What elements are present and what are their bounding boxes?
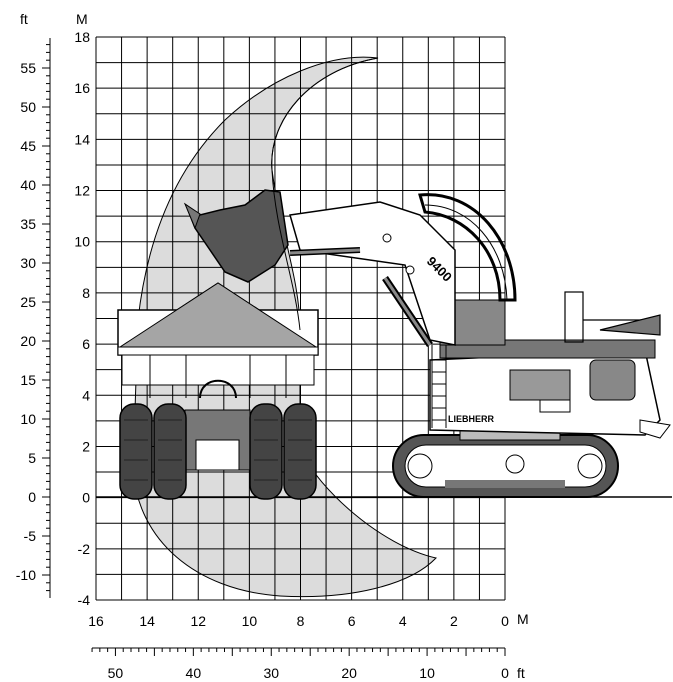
- boom-cage: [418, 193, 517, 302]
- ft-x-tick-label: 50: [108, 665, 124, 681]
- metric-y-tick-label: 4: [82, 387, 90, 403]
- ft-x-tick-label: 30: [263, 665, 279, 681]
- metric-y-tick-label: 14: [74, 131, 90, 147]
- metric-x-tick-label: 8: [297, 613, 305, 629]
- metric-x-tick-label: 12: [190, 613, 206, 629]
- metric-x-tick-label: 14: [139, 613, 155, 629]
- metric-y-tick-label: 6: [82, 336, 90, 352]
- m-axis-unit-bottom: M: [517, 611, 529, 627]
- bucket: [184, 189, 289, 283]
- truck-tires: [119, 403, 317, 500]
- m-axis-unit-left: M: [76, 11, 88, 27]
- metric-x-tick-label: 16: [88, 613, 104, 629]
- ft-y-tick-label: -10: [16, 567, 36, 583]
- ft-x-tick-label: 20: [341, 665, 357, 681]
- metric-y-tick-label: 2: [82, 438, 90, 454]
- ft-x-tick-label: 40: [186, 665, 202, 681]
- metric-x-tick-label: 4: [399, 613, 407, 629]
- ft-y-tick-label: 45: [20, 138, 36, 154]
- ft-axis-unit-bottom: ft: [517, 665, 525, 681]
- ft-y-tick-label: 50: [20, 99, 36, 115]
- metric-x-tick-label: 0: [501, 613, 509, 629]
- metric-y-tick-label: 8: [82, 285, 90, 301]
- ft-y-tick-label: 10: [20, 411, 36, 427]
- metric-y-tick-label: 16: [74, 80, 90, 96]
- ft-x-tick-label: 10: [419, 665, 435, 681]
- ft-y-tick-label: -5: [24, 528, 37, 544]
- boom: [289, 201, 456, 346]
- ft-y-tick-label: 25: [20, 294, 36, 310]
- haul-truck: [117, 282, 319, 500]
- ft-y-tick-label: 0: [28, 489, 36, 505]
- metric-x-tick-label: 10: [242, 613, 258, 629]
- ft-x-tick-label: 0: [501, 665, 509, 681]
- ft-y-tick-label: 35: [20, 216, 36, 232]
- ft-y-tick-label: 55: [20, 60, 36, 76]
- ft-y-tick-label: 5: [28, 450, 36, 466]
- ft-y-tick-label: 40: [20, 177, 36, 193]
- metric-x-tick-label: 2: [450, 613, 458, 629]
- ft-x-axis: 50 40 30 20 10 0: [108, 665, 509, 681]
- metric-x-axis: 16 14 12 10 8 6 4 2 0: [88, 613, 509, 629]
- metric-y-tick-label: -2: [78, 541, 91, 557]
- metric-y-tick-label: 18: [74, 29, 90, 45]
- metric-y-tick-label: 10: [74, 234, 90, 250]
- metric-y-tick-label: -4: [78, 592, 91, 608]
- metric-y-tick-label: 12: [74, 183, 90, 199]
- metric-y-tick-label: 0: [82, 490, 90, 506]
- metric-x-tick-label: 6: [348, 613, 356, 629]
- ft-axis-unit-left: ft: [20, 11, 28, 27]
- metric-y-axis: 18 16 14 12 10 8 6 4 2 0 -2 -4: [74, 29, 90, 608]
- ft-y-tick-label: 15: [20, 372, 36, 388]
- ft-y-tick-label: 30: [20, 255, 36, 271]
- brand-label: LIEBHERR: [448, 414, 495, 424]
- ft-y-tick-label: 20: [20, 333, 36, 349]
- excavator: LIEBHERR 9400: [183, 189, 671, 498]
